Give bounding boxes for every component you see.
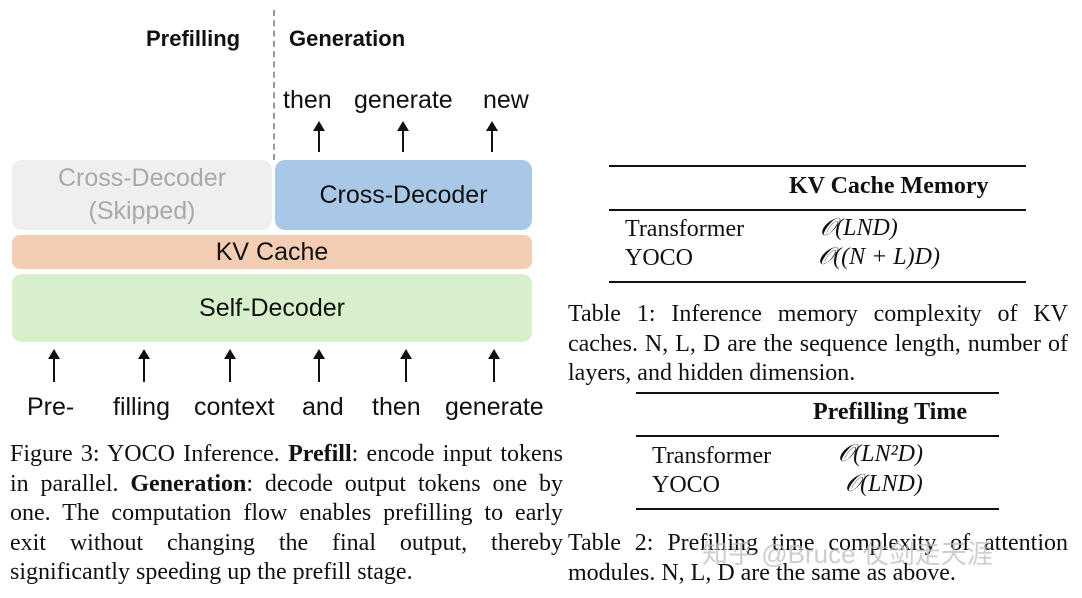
table-1-caption: Table 1: Inference memory complexity of … (568, 301, 1068, 386)
up-arrow-icon (48, 349, 60, 382)
output-token: new (483, 86, 529, 114)
table-row-complexity: 𝒪(LND) (820, 215, 898, 241)
output-token: generate (354, 86, 453, 114)
output-token: then (283, 86, 332, 114)
phase-label-prefilling: Prefilling (146, 26, 241, 51)
input-token: and (302, 393, 344, 421)
cross-decoder-skipped-note: (Skipped) (88, 197, 196, 225)
input-token: Pre- (27, 393, 75, 421)
up-arrow-icon (486, 121, 498, 152)
table-bottom-rule (636, 508, 999, 510)
table-2-caption: Table 2: Prefilling time complexity of a… (568, 530, 1068, 586)
caption-generation-term: Generation (130, 470, 247, 497)
figure-caption: Figure 3: YOCO Inference. Prefill: encod… (10, 440, 563, 588)
up-arrow-icon (313, 121, 325, 152)
cross-decoder-skipped-title: Cross-Decoder (57, 164, 227, 192)
input-token: then (372, 393, 421, 421)
caption-label: Figure 3: YOCO Inference. (10, 441, 280, 467)
caption-prefill-term: Prefill (288, 441, 352, 467)
caption-generation-text: : decode output tokens one by one. The c… (10, 470, 563, 586)
table-header: Prefilling Time (813, 399, 967, 425)
table-row-model: YOCO (625, 245, 694, 271)
table-row-complexity: 𝒪((N + L)D) (818, 244, 940, 270)
table-mid-rule (609, 209, 1026, 211)
table-mid-rule (636, 435, 999, 437)
table-row-complexity: 𝒪(LND) (845, 471, 923, 497)
input-token: context (194, 393, 275, 421)
table-top-rule (636, 392, 999, 394)
table-row-model: Transformer (625, 216, 745, 242)
table-row-complexity: 𝒪(LN²D) (838, 441, 923, 467)
watermark: 知乎 @Bruce 仗剑走天涯 (702, 539, 993, 569)
up-arrow-icon (488, 349, 500, 382)
kv-cache-block: KV Cache (12, 235, 532, 269)
phase-divider (273, 10, 275, 160)
up-arrow-icon (224, 349, 236, 382)
up-arrow-icon (397, 121, 409, 152)
input-token: filling (113, 393, 170, 421)
caption-prefill-text: : encode input tokens in parallel. (10, 441, 564, 497)
up-arrow-icon (138, 349, 150, 382)
up-arrow-icon (400, 349, 412, 382)
cross-decoder-skipped-block: Cross-Decoder (Skipped) (12, 160, 272, 230)
input-token: generate (445, 393, 544, 421)
self-decoder-block: Self-Decoder (12, 274, 532, 342)
table-row-model: Transformer (652, 443, 772, 469)
cross-decoder-block: Cross-Decoder (275, 160, 532, 230)
table-row-model: YOCO (652, 472, 721, 498)
phase-label-generation: Generation (289, 26, 406, 51)
table-header: KV Cache Memory (789, 173, 989, 199)
up-arrow-icon (313, 349, 325, 382)
table-bottom-rule (609, 281, 1026, 283)
table-top-rule (609, 165, 1026, 167)
